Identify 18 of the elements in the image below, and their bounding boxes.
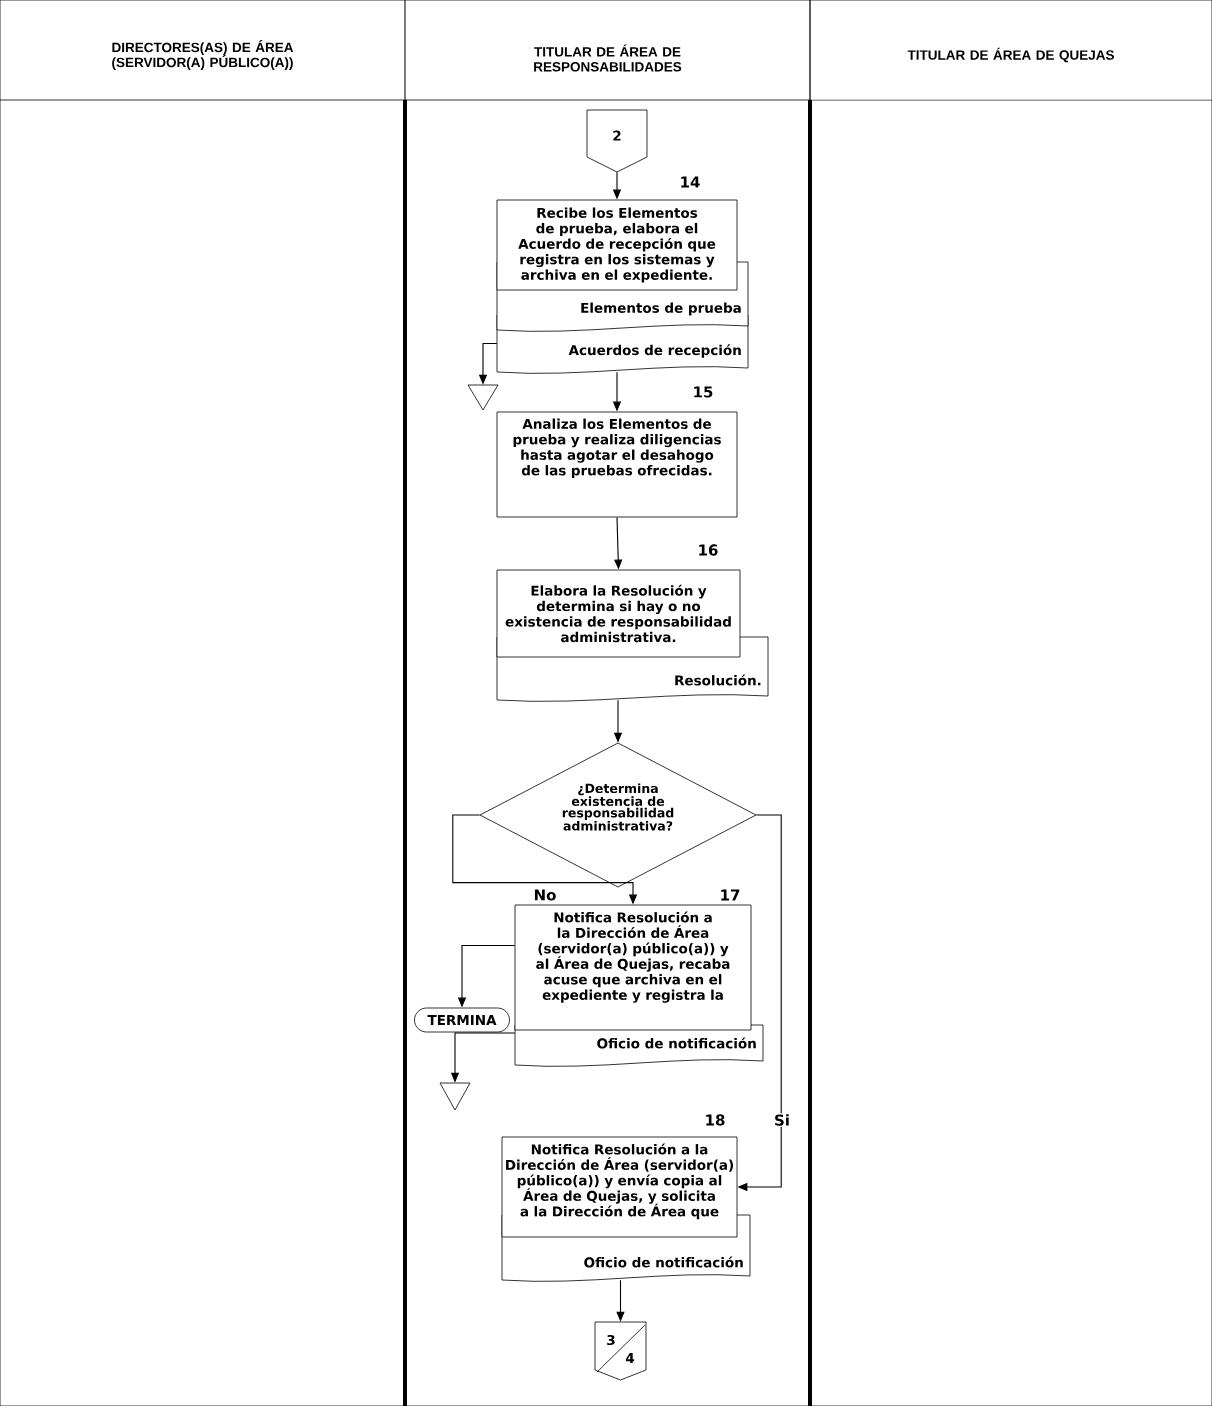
process-box: Elabora la Resolución y determina si hay o no existencia de responsabilidad administrativa. (496, 569, 741, 658)
terminator: TERMINA (414, 1007, 510, 1033)
step-number: 16 (699, 544, 718, 556)
step-number: 17 (721, 889, 740, 901)
off-page-connector: 3 4 (594, 1321, 647, 1381)
step-number: 15 (694, 386, 713, 398)
step-number: 14 (681, 176, 700, 188)
off-page-connector: 2 (586, 109, 648, 173)
edge-label: No (534, 889, 556, 901)
swimlane: DIRECTORES(AS) DE ÁREA (SERVIDOR(A) PÚBLICO(A)) (0, 0, 406, 1406)
process-box: Analiza los Elementos de prueba y realiza diligencias hasta agotar el desahogo de las pruebas ofrecidas. (496, 411, 738, 518)
archive-triangle (467, 384, 499, 411)
process-box: Notifica Resolución a la Dirección de Área (servidor(a) público(a)) y envía copia al Área de Quejas, y solicita a la Dirección de Área que (501, 1136, 738, 1238)
swimlane: TITULAR DE ÁREA DE QUEJAS (809, 0, 1212, 1406)
archive-triangle (439, 1082, 471, 1111)
process-box: Recibe los Elementos de prueba, elabora el Acuerdo de recepción que registra en los sistemas y archiva en el expediente. (496, 199, 738, 291)
edge-label: Si (775, 1114, 789, 1126)
step-number: 18 (706, 1114, 725, 1126)
